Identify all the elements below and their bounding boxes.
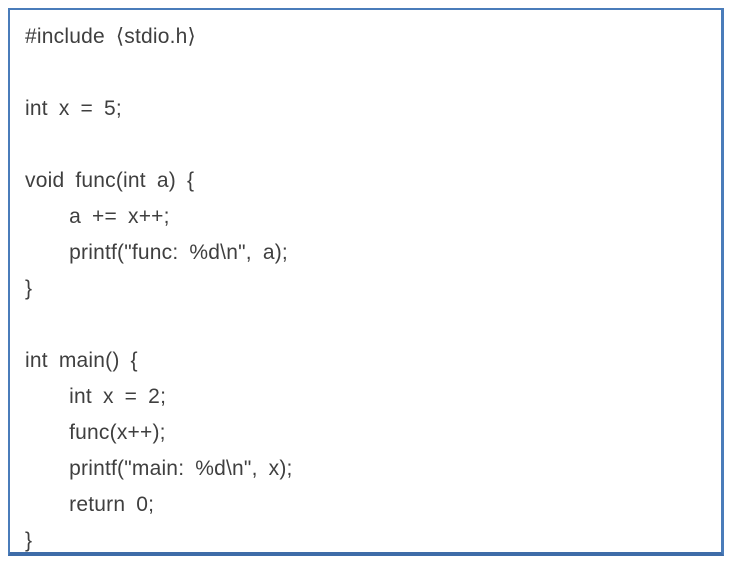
code-line: int x = 5; <box>25 97 122 120</box>
code-line: } <box>25 529 33 552</box>
code-line: #include ⟨stdio.h⟩ <box>25 25 196 48</box>
code-line: void func(int a) { <box>25 169 195 192</box>
code-line: printf("func: %d\n", a); <box>25 241 288 264</box>
code-line: } <box>25 277 33 300</box>
code-line: printf("main: %d\n", x); <box>25 457 293 480</box>
code-block: #include ⟨stdio.h⟩ int x = 5; void func(… <box>8 8 724 556</box>
code-line <box>25 127 707 163</box>
code-line: a += x++; <box>25 205 170 228</box>
code-line: return 0; <box>25 493 155 516</box>
code-line: int x = 2; <box>25 385 167 408</box>
code-line <box>25 55 707 91</box>
code-line: func(x++); <box>25 421 166 444</box>
code-line <box>25 307 707 343</box>
code-line: int main() { <box>25 349 138 372</box>
